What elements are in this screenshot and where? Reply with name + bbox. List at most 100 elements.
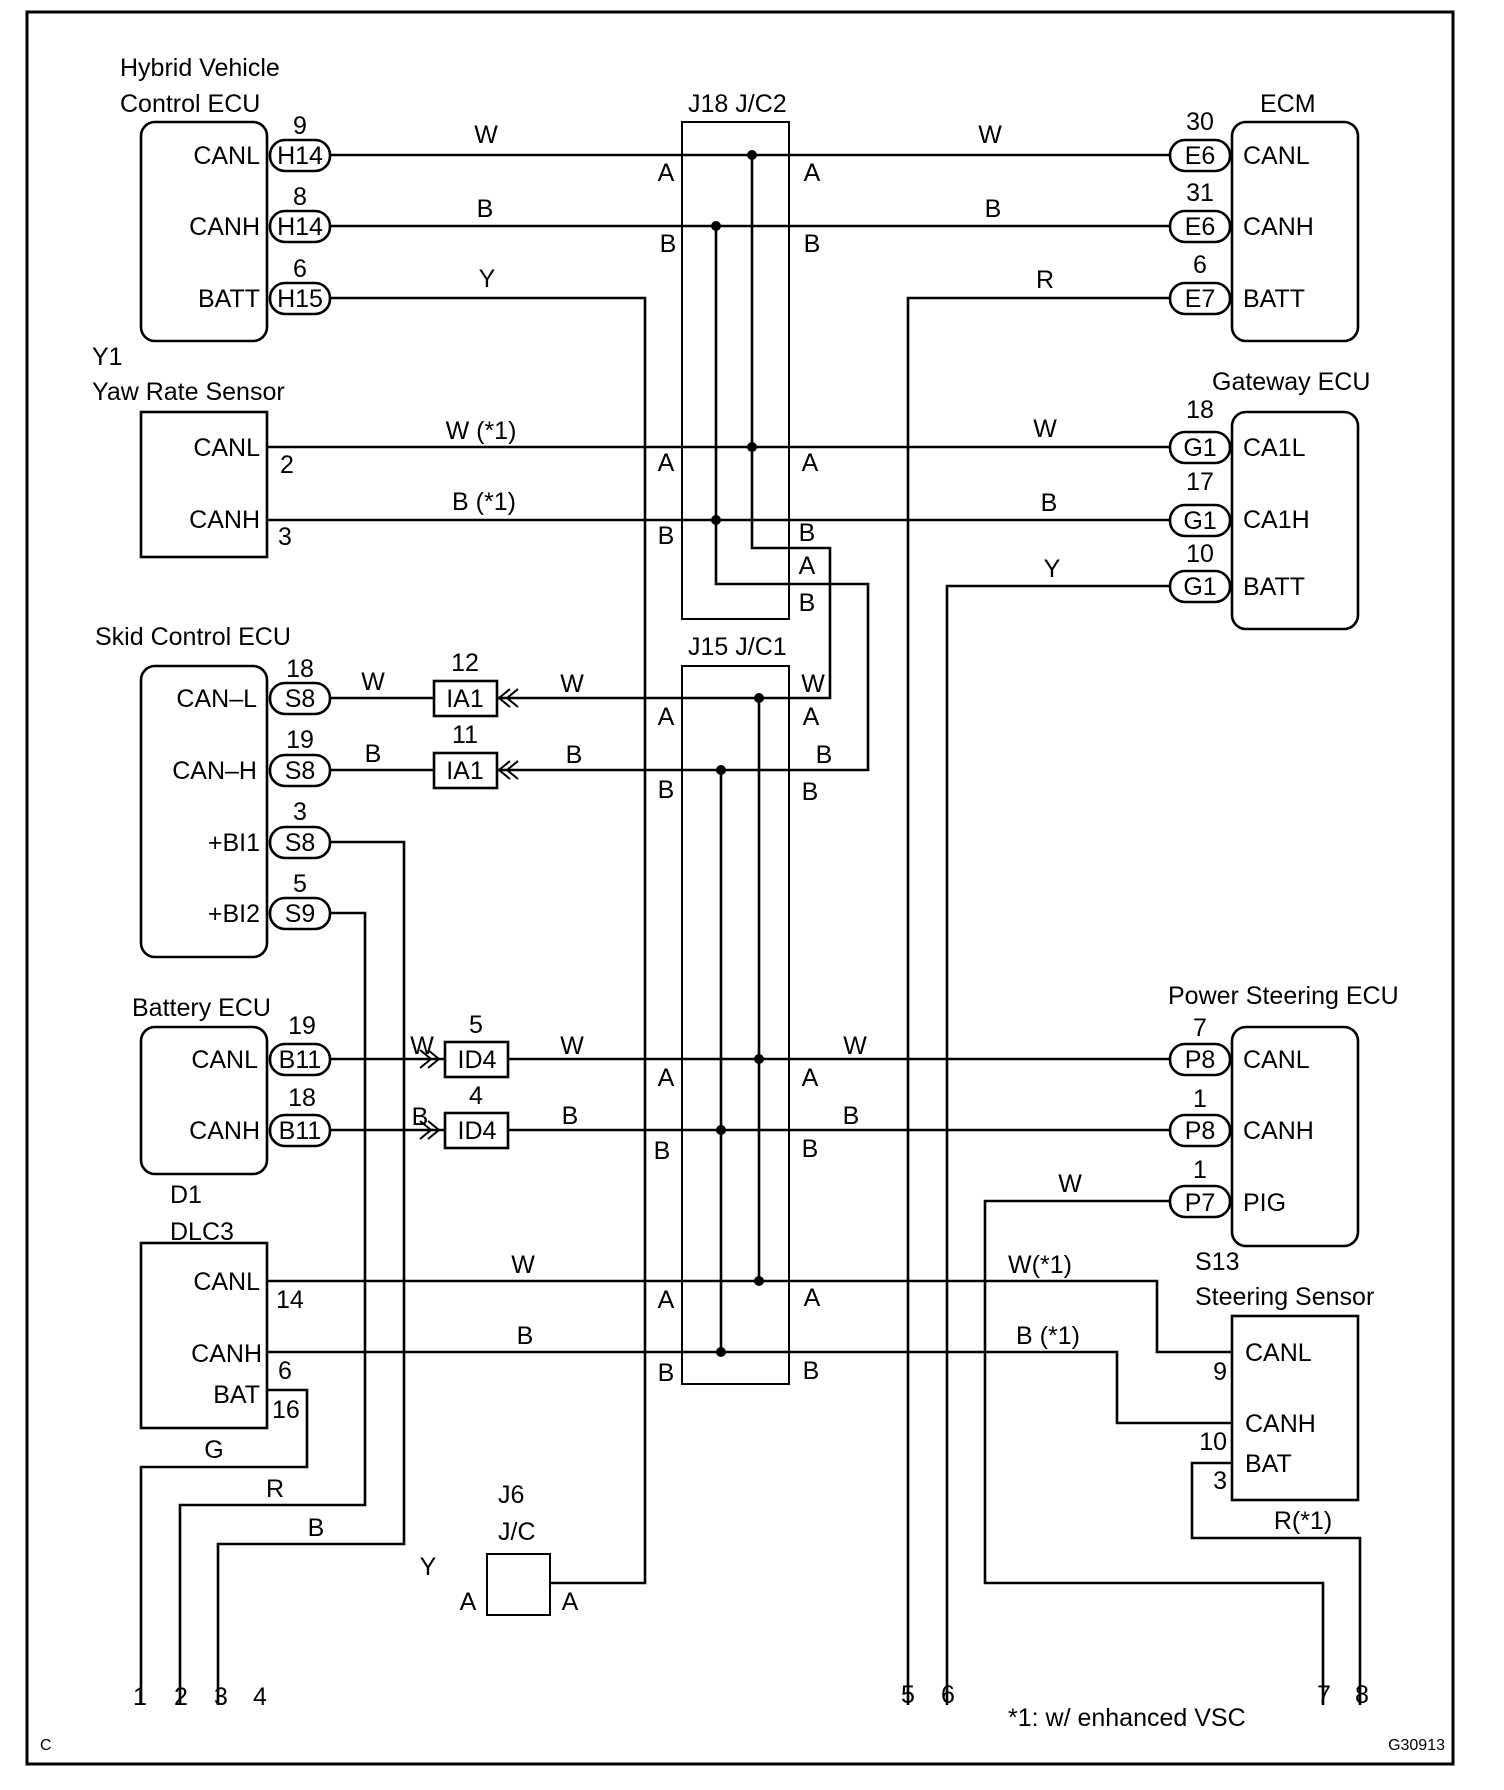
steer-code: S13 bbox=[1195, 1248, 1239, 1276]
wire-label: Y bbox=[420, 1553, 437, 1581]
side-label: B bbox=[804, 230, 821, 258]
wire-label: R bbox=[266, 1475, 284, 1503]
skid-pin-bi2: +BI2 bbox=[208, 900, 260, 928]
wire-label: R bbox=[1036, 266, 1054, 294]
wire-label: W bbox=[801, 670, 825, 698]
side-label: A bbox=[460, 1588, 477, 1616]
dlc3-num-canh: 6 bbox=[278, 1357, 292, 1385]
ecm-pin-batt: BATT bbox=[1243, 285, 1305, 313]
hv-ecu-num-canh: 8 bbox=[293, 183, 307, 211]
terminal-5: 5 bbox=[901, 1681, 915, 1709]
yaw-pin-canl: CANL bbox=[193, 434, 260, 462]
hv-ecu-pin-canl: CANL bbox=[193, 142, 260, 170]
terminal-8: 8 bbox=[1355, 1681, 1369, 1709]
dlc3-title: DLC3 bbox=[170, 1218, 234, 1246]
yaw-title: Yaw Rate Sensor bbox=[92, 378, 285, 406]
terminal-numbers: 1 2 3 4 5 6 7 8 bbox=[133, 1681, 1369, 1711]
hv-ecu-pin-canh: CANH bbox=[189, 213, 260, 241]
wire-color-labels: W W B B Y R W (*1) W B (*1) B Y W W W B … bbox=[204, 121, 1332, 1581]
wires bbox=[139, 153, 1362, 1705]
terminal-6: 6 bbox=[941, 1681, 955, 1709]
hv-ecu-conn-canl: H14 bbox=[277, 142, 323, 170]
ia1-canl-label: IA1 bbox=[446, 685, 484, 713]
yaw-sensor-box bbox=[139, 410, 269, 559]
skid-pin-canh: CAN–H bbox=[172, 757, 257, 785]
wire-label: W bbox=[843, 1032, 867, 1060]
gateway-pin-batt: BATT bbox=[1243, 573, 1305, 601]
battery-ecu-box bbox=[139, 1025, 269, 1176]
wire-label: Y bbox=[1044, 555, 1061, 583]
wire-label: G bbox=[204, 1436, 223, 1464]
j18-label: J18 J/C2 bbox=[688, 90, 787, 118]
dlc3-box bbox=[139, 1241, 269, 1430]
wire-label: W bbox=[560, 1032, 584, 1060]
wire-label: B bbox=[308, 1514, 325, 1542]
gateway-conn-batt: G1 bbox=[1183, 573, 1216, 601]
gateway-title: Gateway ECU bbox=[1212, 368, 1370, 396]
figure-id: G30913 bbox=[1388, 1737, 1445, 1754]
junction-dots bbox=[711, 150, 764, 1357]
dlc3-pin-canl: CANL bbox=[193, 1268, 260, 1296]
steer-num-bat: 3 bbox=[1213, 1467, 1227, 1495]
connectors-right bbox=[1168, 138, 1232, 1219]
ia1-canh-label: IA1 bbox=[446, 757, 484, 785]
side-label: A bbox=[658, 1064, 675, 1092]
hv-ecu-title-2: Control ECU bbox=[120, 90, 260, 118]
wire-label: B (*1) bbox=[452, 488, 516, 516]
hv-ecu-pin-batt: BATT bbox=[198, 285, 260, 313]
skid-pin-canl: CAN–L bbox=[176, 685, 257, 713]
hv-ecu-num-canl: 9 bbox=[293, 112, 307, 140]
ps-conn-canh: P8 bbox=[1185, 1117, 1216, 1145]
junction-side-labels: A A B B A A B B A B A A B B A A B B A A … bbox=[460, 159, 821, 1616]
gateway-pin-canh: CA1H bbox=[1243, 506, 1310, 534]
side-label: B bbox=[803, 1357, 820, 1385]
junction-box-j18 bbox=[681, 121, 790, 620]
ia1-canl-pin: 12 bbox=[451, 649, 479, 677]
terminal-1: 1 bbox=[133, 1683, 147, 1711]
dlc3-pin-bat: BAT bbox=[213, 1381, 260, 1409]
ia1-canh-pin: 11 bbox=[452, 721, 478, 749]
steering-sensor-box bbox=[1230, 1314, 1360, 1502]
side-label: B bbox=[802, 1135, 819, 1163]
side-label: A bbox=[562, 1588, 579, 1616]
ecm-conn-canl: E6 bbox=[1185, 142, 1216, 170]
skid-ecu-box bbox=[139, 664, 269, 959]
skid-num-bi1: 3 bbox=[293, 798, 307, 826]
wire-label: B bbox=[517, 1322, 534, 1350]
steer-num-canl: 9 bbox=[1213, 1358, 1227, 1386]
ps-ecu-box bbox=[1230, 1025, 1360, 1248]
skid-num-bi2: 5 bbox=[293, 870, 307, 898]
ecm-conn-canh: E6 bbox=[1185, 213, 1216, 241]
battery-title: Battery ECU bbox=[132, 994, 271, 1022]
skid-num-canh: 19 bbox=[286, 726, 314, 754]
hv-ecu-title-1: Hybrid Vehicle bbox=[120, 54, 280, 82]
battery-pin-canh: CANH bbox=[189, 1117, 260, 1145]
battery-num-canh: 18 bbox=[288, 1084, 316, 1112]
battery-code: D1 bbox=[170, 1181, 202, 1209]
hv-ecu-box bbox=[139, 120, 269, 343]
side-label: B bbox=[799, 589, 816, 617]
battery-conn-canl: B11 bbox=[279, 1046, 322, 1074]
id4-canl-label: ID4 bbox=[458, 1046, 497, 1074]
id4-canh-connector bbox=[443, 1111, 510, 1150]
ecm-pin-canh: CANH bbox=[1243, 213, 1314, 241]
side-label: A bbox=[803, 703, 820, 731]
wire-label: B bbox=[1041, 489, 1058, 517]
j6-code: J6 bbox=[498, 1481, 524, 1509]
terminal-4: 4 bbox=[253, 1683, 267, 1711]
gateway-conn-canl: G1 bbox=[1183, 434, 1216, 462]
ps-pin-pig: PIG bbox=[1243, 1189, 1286, 1217]
terminal-3: 3 bbox=[214, 1683, 228, 1711]
gateway-num-canh: 17 bbox=[1186, 468, 1214, 496]
ecm-num-canl: 30 bbox=[1186, 108, 1214, 136]
gateway-num-canl: 18 bbox=[1186, 396, 1214, 424]
ps-title: Power Steering ECU bbox=[1168, 982, 1399, 1010]
side-label: A bbox=[658, 703, 675, 731]
wire-label: B bbox=[412, 1103, 429, 1131]
skid-num-canl: 18 bbox=[286, 655, 314, 683]
side-label: A bbox=[804, 159, 821, 187]
wire-label: B bbox=[985, 195, 1002, 223]
battery-pin-canl: CANL bbox=[191, 1046, 258, 1074]
wire-label: B (*1) bbox=[1016, 1322, 1080, 1350]
